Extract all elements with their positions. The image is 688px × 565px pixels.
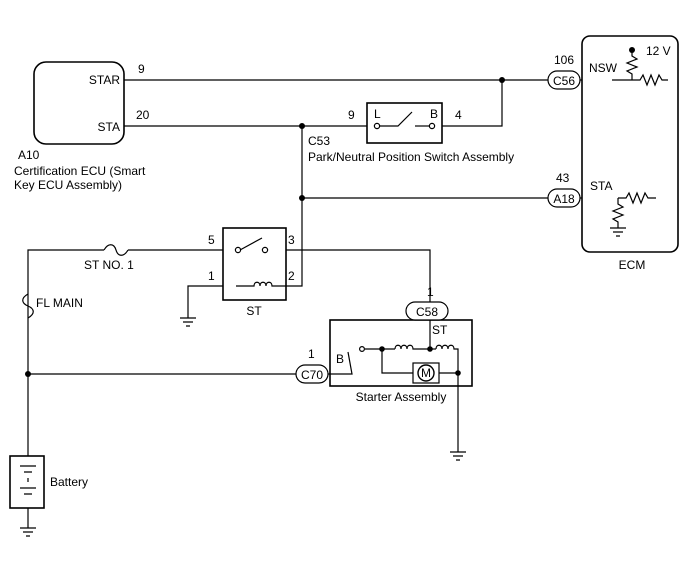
st-relay-pin3: 3 [288, 233, 295, 247]
relay-contact-3 [261, 246, 269, 254]
motor-label: M [421, 366, 431, 380]
connector-c70-pin: 1 [308, 347, 315, 361]
starter-name: Starter Assembly [356, 390, 447, 404]
connector-c56: C56 106 [547, 53, 581, 90]
fuse-fl-main-label: FL MAIN [36, 296, 83, 310]
pnp-name: Park/Neutral Position Switch Assembly [308, 150, 514, 164]
relay-switch-blade [239, 237, 263, 251]
battery-name: Battery [50, 475, 88, 489]
wire-relay-c58 [264, 249, 431, 302]
cert-ecu-code: A10 [18, 148, 40, 162]
battery: Battery [9, 455, 88, 509]
relay-contact-5 [234, 246, 242, 254]
starter-b-switch [328, 351, 353, 375]
battery-ground-icon [20, 527, 36, 537]
connector-c56-shape [547, 70, 581, 90]
fuse-st-no1-label: ST NO. 1 [84, 258, 134, 272]
st-relay-box [222, 227, 287, 301]
battery-cell-icon [20, 465, 36, 495]
battery-box [9, 455, 45, 509]
fuse-fl-main: FL MAIN [22, 293, 83, 319]
st-relay-name: ST [246, 304, 262, 318]
st-relay-pin5: 5 [208, 233, 215, 247]
certification-ecu: STAR STA 9 20 A10 Certification ECU (Sma… [14, 61, 150, 192]
connector-c70: C70 1 [295, 347, 329, 384]
ecm: ECM NSW STA 12 V [581, 35, 679, 272]
starter-assembly: M B ST Starter Assembly [328, 319, 473, 404]
pnp-label-b: B [430, 107, 438, 121]
starter-terminal-b: B [336, 352, 344, 366]
junction-dot [499, 77, 505, 83]
wire-sta-relay [286, 126, 303, 287]
pnp-pin-right: 4 [455, 108, 462, 122]
cert-ecu-pin-star: STAR [89, 73, 120, 87]
connector-a18: A18 43 [547, 171, 581, 208]
ecm-supply: 12 V [646, 44, 671, 58]
cert-ecu-pin-no-sta: 20 [136, 108, 150, 122]
cert-ecu-box [33, 61, 125, 145]
fuse-st-no1: ST NO. 1 [84, 244, 134, 272]
junction-dot [299, 195, 305, 201]
connector-c58-pin: 1 [427, 285, 434, 299]
connector-c56-pin: 106 [554, 53, 574, 67]
connector-a18-label: A18 [553, 192, 575, 206]
nsw-pullup-resistor [625, 50, 639, 80]
st-relay-pin2: 2 [288, 269, 295, 283]
fuse-st-no1-icon [103, 244, 129, 256]
connector-c58: C58 1 [405, 285, 449, 321]
connector-c56-label: C56 [553, 74, 575, 88]
wires [27, 79, 618, 528]
sta-pulldown-resistor [611, 198, 625, 228]
ecm-ground-icon [610, 227, 626, 237]
relay-ground-icon [180, 317, 196, 327]
pnp-contact-b [428, 122, 436, 130]
cert-ecu-name-1: Certification ECU (Smart [14, 164, 146, 178]
pnp-switch: L B 9 4 C53 Park/Neutral Position Switch… [308, 102, 514, 164]
pnp-contact-l [373, 122, 381, 130]
pull-in-coil [394, 344, 430, 350]
pnp-switch-box [366, 102, 443, 144]
connector-a18-shape [547, 188, 581, 208]
starter-box [329, 319, 473, 387]
cert-ecu-pin-sta: STA [98, 120, 120, 134]
st-relay: ST 5 3 1 2 [208, 227, 295, 318]
pnp-switch-blade [380, 111, 413, 127]
pnp-label-l: L [374, 107, 381, 121]
junction-dot [25, 371, 31, 377]
junction-dot [299, 123, 305, 129]
starter-ground-icon [450, 451, 466, 461]
ecm-name: ECM [619, 258, 646, 272]
motor-icon [417, 364, 435, 382]
pnp-pin-left: 9 [348, 108, 355, 122]
connector-a18-pin: 43 [556, 171, 570, 185]
wire-relay-ground [187, 285, 236, 318]
cert-ecu-name-2: Key ECU Assembly) [14, 178, 122, 192]
connector-c58-label: C58 [416, 305, 438, 319]
pnp-connector: C53 [308, 134, 330, 148]
ecm-nsw: NSW [589, 61, 618, 75]
junction-dots [25, 77, 505, 377]
cert-ecu-pin-no-star: 9 [138, 62, 145, 76]
hold-in-coil [435, 344, 459, 392]
connector-c58-shape [405, 301, 449, 321]
sta-input-resistor [618, 191, 656, 205]
relay-coil [236, 281, 286, 287]
starter-terminal-st: ST [432, 323, 448, 337]
wire-fuse-left [27, 249, 104, 374]
fuse-fl-main-icon [22, 293, 34, 319]
nsw-input-resistor [612, 73, 668, 87]
connector-c70-label: C70 [301, 368, 323, 382]
starter-wire-to-motor [381, 349, 413, 374]
starter-contact [359, 346, 366, 353]
wire-pnp-nsw [442, 80, 503, 127]
connector-c70-shape [295, 364, 329, 384]
ecm-sta: STA [590, 179, 612, 193]
st-relay-pin1: 1 [208, 269, 215, 283]
